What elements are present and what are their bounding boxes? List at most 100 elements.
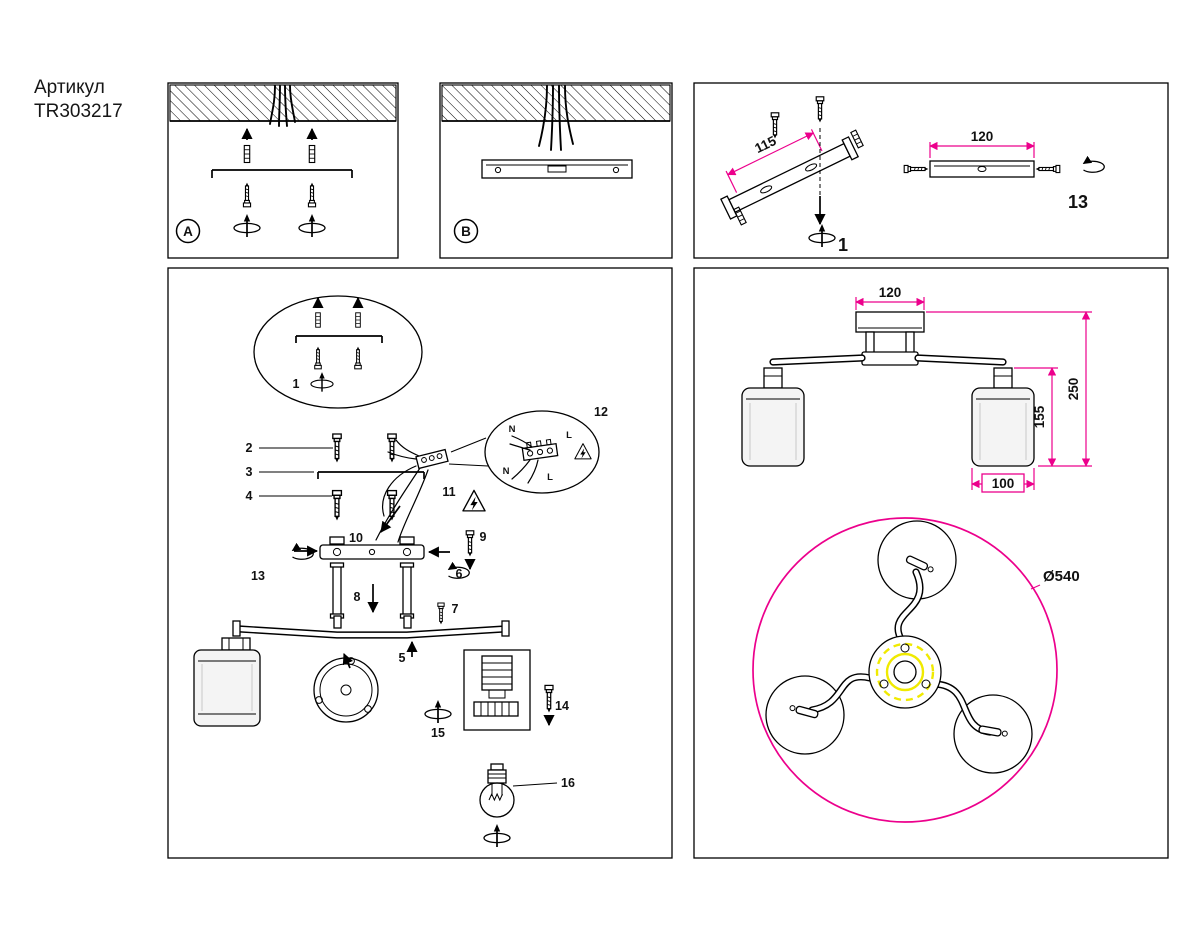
glow-ring	[885, 652, 925, 692]
article-label: Артикул TR303217	[34, 77, 123, 122]
part-9-label: 9	[480, 530, 487, 544]
screw	[544, 684, 554, 714]
part-2-label: 2	[246, 441, 253, 455]
bulb: 16	[479, 763, 575, 848]
push-up-symbol	[483, 823, 511, 848]
wire-n-label: N	[503, 466, 510, 477]
terminal-and-wires	[375, 437, 489, 543]
front-view: 120 250 155 100	[741, 285, 1092, 493]
shade-socket-top	[789, 705, 819, 719]
canopy-ring	[313, 652, 379, 723]
dimension-120: 120	[855, 285, 925, 310]
top-view: Ø540	[752, 517, 1080, 823]
push-up-symbol	[424, 699, 452, 724]
panel-b-frame	[439, 82, 673, 259]
part-16-label: 16	[561, 776, 575, 790]
lampshade	[741, 387, 805, 467]
article-number: TR303217	[34, 101, 123, 122]
mounting-bracket-bar	[211, 169, 353, 178]
electric-hazard-icon	[462, 489, 486, 512]
wire-n-label: N	[509, 424, 516, 435]
dim-155-label: 155	[1032, 405, 1047, 428]
strip-screw	[815, 96, 825, 124]
push-up-symbol	[298, 213, 326, 238]
dim-120-front-label: 120	[879, 285, 902, 300]
part-12-label: 12	[594, 405, 608, 419]
part-8-label: 8	[354, 590, 361, 604]
part-14-label: 14	[555, 699, 569, 713]
push-up-symbol	[808, 223, 836, 248]
wire-l-label: L	[566, 430, 572, 441]
part-10-label: 10	[349, 531, 363, 545]
panel-exploded-frame	[167, 267, 673, 859]
socket	[993, 367, 1013, 389]
dimension-100: 100	[971, 468, 1035, 493]
part-6-label: 6	[456, 567, 463, 581]
wiring-callout-12: N L N L 12	[484, 405, 608, 494]
panel-b-letter: B	[461, 224, 471, 239]
center-hub	[868, 635, 942, 709]
nut	[399, 536, 415, 545]
exploded-view: 1 2 3 4	[193, 295, 608, 848]
part-3-label: 3	[246, 465, 253, 479]
mounting-strip: 115	[720, 129, 860, 220]
step-13-label: 13	[1068, 192, 1088, 212]
side-screw	[1035, 164, 1061, 174]
part-1-label: 1	[293, 377, 300, 391]
dimension-250: 250	[926, 311, 1092, 467]
screw-with-arrow	[242, 182, 317, 208]
mounted-bracket	[481, 159, 633, 179]
diameter-label: Ø540	[1043, 568, 1080, 585]
screw	[465, 530, 475, 558]
nut	[329, 536, 345, 545]
wire-l-label: L	[547, 472, 553, 483]
step-1-label: 1	[838, 235, 848, 255]
shade-socket-top	[905, 555, 934, 573]
panel-a-frame	[167, 82, 399, 259]
arm-bar: 5	[232, 615, 510, 665]
panel-dimensions-frame	[693, 267, 1169, 859]
part-15-label: 15	[431, 726, 445, 740]
terminal-detail	[521, 438, 559, 462]
panel-a-badge	[175, 218, 201, 244]
panel-a-letter: A	[183, 224, 193, 239]
anchor-with-arrow	[241, 127, 318, 164]
step1-callout: 1	[253, 295, 423, 409]
side-screw	[903, 164, 929, 174]
parts-2-3-4: 2 3 4	[246, 433, 425, 522]
panel-b: B	[441, 84, 671, 244]
screw	[437, 602, 445, 625]
glow-dashed-ring	[875, 642, 935, 702]
diameter-circle	[752, 517, 1058, 823]
install-steps: 115 1 120 13	[720, 96, 1105, 255]
panel-b-badge	[453, 218, 479, 244]
crossbar-bracket: 120 13	[903, 129, 1105, 212]
panel-install-frame	[693, 82, 1169, 259]
mounting-plate	[319, 544, 425, 560]
push-up-symbol	[233, 213, 261, 238]
lampshade-exploded	[193, 637, 261, 727]
socket	[763, 367, 783, 389]
rods-row: 8 6 7	[329, 562, 470, 625]
ceiling-hatch	[169, 84, 397, 122]
terminal-block	[415, 448, 449, 470]
ceiling-wires	[538, 85, 574, 151]
lampshade	[971, 387, 1035, 467]
part-5-label: 5	[399, 651, 406, 665]
ceiling-wires	[269, 85, 296, 127]
shade-socket-top	[978, 725, 1008, 737]
dimension-155: 155	[1014, 367, 1058, 467]
dim-100-label: 100	[992, 476, 1015, 491]
electric-hazard-icon	[574, 443, 592, 460]
mounting-plate-row: 13 10 9	[251, 530, 486, 583]
article-word: Артикул	[34, 77, 105, 98]
ceiling-hatch	[441, 84, 671, 122]
canopy	[855, 311, 925, 333]
part-7-label: 7	[452, 602, 459, 616]
part-4-label: 4	[246, 489, 253, 503]
part-13-label: 13	[251, 569, 265, 583]
rotate-symbol	[1084, 161, 1105, 172]
panel-a: A	[169, 84, 397, 244]
